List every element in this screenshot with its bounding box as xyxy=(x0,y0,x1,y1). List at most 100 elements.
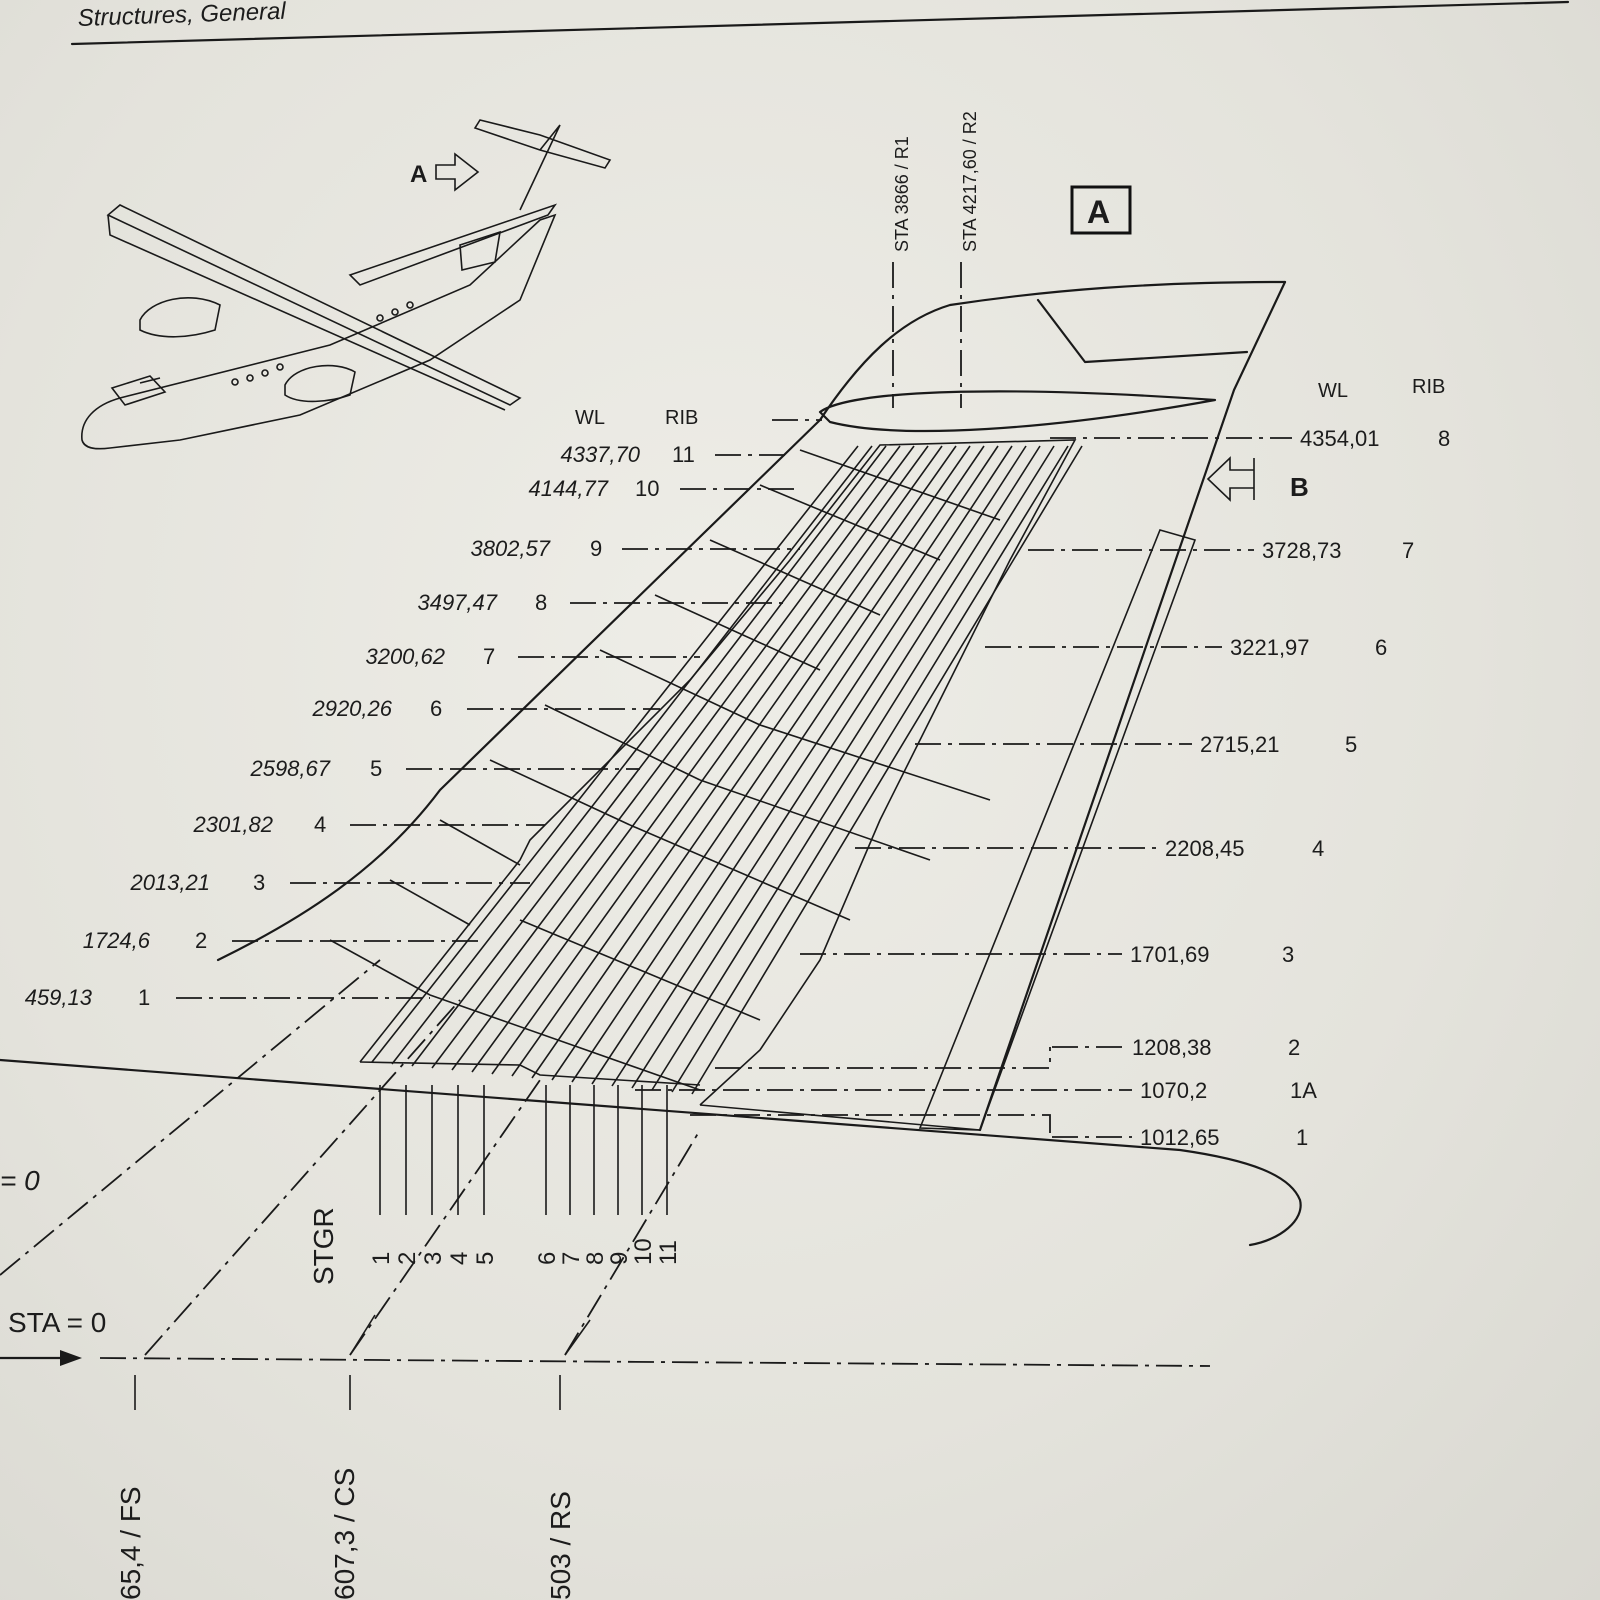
front-spar-label: 65,4 / FS xyxy=(115,1486,146,1600)
sta-zero-label: STA = 0 xyxy=(8,1307,106,1338)
left-wl-row: 3200,62 7 xyxy=(365,644,700,669)
left-wl-value: 2598,67 xyxy=(249,756,330,781)
datum-lines xyxy=(0,959,1211,1410)
view-b-arrow: B xyxy=(1206,456,1309,502)
datum-arrow-icon xyxy=(60,1350,82,1366)
right-wl-value: 1012,65 xyxy=(1140,1125,1220,1150)
aircraft-isometric-sketch xyxy=(81,119,612,450)
left-rib-number: 4 xyxy=(314,812,326,837)
right-wl-value: 1208,38 xyxy=(1132,1035,1212,1060)
right-rib-number: 6 xyxy=(1375,635,1387,660)
stringer-number: 2 xyxy=(394,1252,421,1265)
stringer-number: 7 xyxy=(558,1252,585,1265)
station-r1-label: STA 3866 / R1 xyxy=(892,136,912,252)
rear-spar-label: 503 / RS xyxy=(545,1491,576,1600)
stringer-line xyxy=(471,445,929,1073)
arrow-b-icon xyxy=(1206,456,1255,502)
left-wl-value: 1724,6 xyxy=(83,928,151,953)
view-a-arrow: A xyxy=(410,152,480,192)
right-wl-header: WL xyxy=(1318,380,1348,402)
eq-zero-label: = 0 xyxy=(0,1165,40,1196)
stringer-line xyxy=(491,445,943,1075)
view-a-label: A xyxy=(1087,194,1110,230)
left-rib-number: 1 xyxy=(138,985,150,1010)
right-wl-row: 3221,97 6 xyxy=(985,635,1387,660)
header-rule xyxy=(70,0,1570,46)
left-wl-row: 2920,26 6 xyxy=(311,696,660,721)
right-wl-value: 2715,21 xyxy=(1200,732,1280,757)
left-wl-value: 2920,26 xyxy=(311,696,392,721)
stringer-line xyxy=(451,445,915,1071)
arrow-a-label: A xyxy=(410,161,427,188)
right-rib-header: RIB xyxy=(1412,376,1445,398)
left-rib-number: 10 xyxy=(635,476,659,501)
stringer-number: 1 xyxy=(368,1252,395,1265)
left-wl-row: 2598,67 5 xyxy=(249,756,640,781)
stringer-number: 3 xyxy=(420,1252,447,1265)
stringer-number: 10 xyxy=(630,1238,657,1265)
stringer-line xyxy=(531,445,971,1079)
right-wl-value: 3728,73 xyxy=(1262,538,1342,563)
right-wl-value: 2208,45 xyxy=(1165,836,1245,861)
right-rib-number: 8 xyxy=(1438,426,1450,451)
right-wl-row: 2715,21 5 xyxy=(915,732,1357,757)
left-rib-number: 6 xyxy=(430,696,442,721)
left-wl-value: 3802,57 xyxy=(470,536,550,561)
stringer-label: STGR xyxy=(308,1207,339,1285)
station-r2-label: STA 4217,60 / R2 xyxy=(960,111,980,252)
right-wl-value: 3221,97 xyxy=(1230,635,1310,660)
stringer-number: 11 xyxy=(655,1240,682,1265)
right-wl-row: 4354,01 8 xyxy=(1050,426,1450,451)
left-wl-value: 2013,21 xyxy=(129,870,210,895)
right-rib-number: 2 xyxy=(1288,1035,1300,1060)
right-wl-row: 3728,73 7 xyxy=(1028,538,1414,563)
stringer-number: 8 xyxy=(582,1252,609,1265)
center-spar-label: 607,3 / CS xyxy=(329,1468,360,1600)
left-wl-value: 459,13 xyxy=(25,985,93,1010)
left-wl-value: 4144,77 xyxy=(528,476,608,501)
stringer-line xyxy=(511,445,957,1077)
arrow-a-icon xyxy=(435,152,480,192)
section-header: Structures, General xyxy=(77,0,287,32)
left-rib-number: 8 xyxy=(535,590,547,615)
right-rib-number: 1A xyxy=(1290,1078,1317,1103)
rib1-bracket-line xyxy=(690,1114,1051,1137)
left-wl-value: 3200,62 xyxy=(365,644,445,669)
left-rib-number: 11 xyxy=(672,442,695,467)
left-wl-value: 2301,82 xyxy=(192,812,273,837)
right-rib-number: 5 xyxy=(1345,732,1357,757)
stringer-number: 4 xyxy=(446,1252,473,1265)
right-rib-number: 4 xyxy=(1312,836,1324,861)
right-wl-row: 2208,45 4 xyxy=(855,836,1324,861)
left-wl-row: 2301,82 4 xyxy=(192,812,545,837)
left-wl-row: 459,13 1 xyxy=(25,985,430,1010)
left-rib-number: 7 xyxy=(483,644,495,669)
arrow-b-label: B xyxy=(1290,472,1309,502)
stringer-number: 5 xyxy=(472,1252,499,1265)
stringer-number: 6 xyxy=(534,1252,561,1265)
right-wl-row: 1208,38 2 xyxy=(1052,1035,1300,1060)
stringer-line xyxy=(671,445,1069,1093)
left-wl-row: 4144,77 10 xyxy=(528,476,800,501)
right-wl-value: 4354,01 xyxy=(1300,426,1380,451)
stringer-line xyxy=(431,445,901,1069)
left-rib-header: RIB xyxy=(665,407,698,429)
right-wl-table: 4354,01 8 3728,73 7 3221,97 6 2715,21 5 2208,45 4… xyxy=(635,426,1450,1150)
right-rib-number: 1 xyxy=(1296,1125,1308,1150)
left-wl-value: 3497,47 xyxy=(417,590,497,615)
right-rib-number: 7 xyxy=(1402,538,1414,563)
left-wl-header: WL xyxy=(575,407,605,429)
left-rib-number: 5 xyxy=(370,756,382,781)
stringer-line xyxy=(631,445,1041,1089)
right-rib-number: 3 xyxy=(1282,942,1294,967)
stringer-line xyxy=(391,445,873,1065)
